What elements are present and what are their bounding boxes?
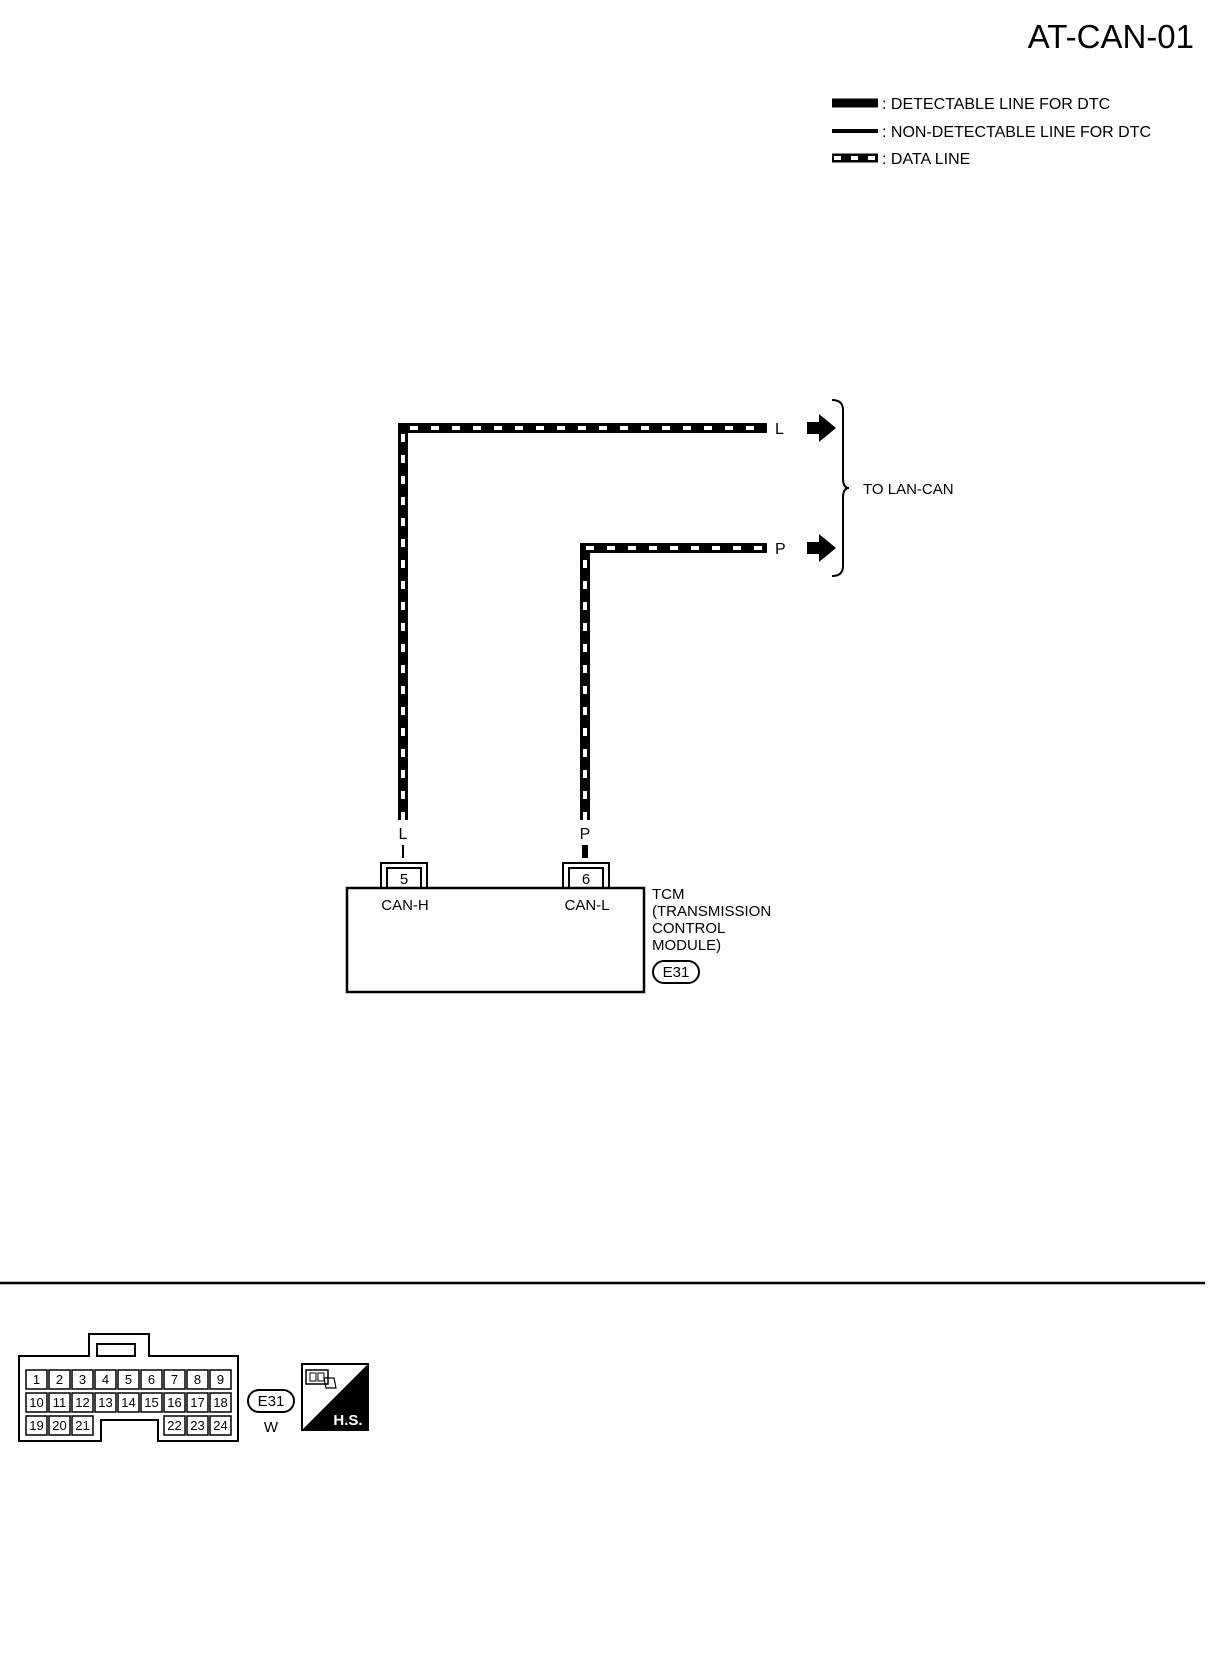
pin-label: 19 — [29, 1418, 43, 1433]
pin-label: 1 — [33, 1372, 40, 1387]
pin-label: 17 — [190, 1395, 204, 1410]
wire-color-label-l: L — [399, 826, 408, 843]
connector-view-id-badge: E31 W — [247, 1389, 295, 1436]
data-line-can-l — [580, 543, 767, 820]
legend-item-data: : DATA LINE — [832, 151, 970, 168]
connector-lock-tab — [96, 1343, 136, 1357]
pin-label: 15 — [144, 1395, 158, 1410]
pin-label: 16 — [167, 1395, 181, 1410]
connector-id-badge: E31 — [652, 960, 700, 984]
pin-row-2: 10 11 12 13 14 15 16 17 18 — [25, 1392, 232, 1413]
connector-id: E31 — [663, 964, 690, 981]
pin-label: 8 — [194, 1372, 201, 1387]
pin-name-can-l: CAN-L — [564, 897, 609, 914]
module-label: TCM (TRANSMISSION CONTROL MODULE) — [652, 886, 771, 954]
pin-label: 12 — [75, 1395, 89, 1410]
tcm-module-box — [345, 886, 646, 994]
pin-label: 3 — [79, 1372, 86, 1387]
pin-label: 11 — [53, 1395, 67, 1410]
wire-color-label-p: P — [580, 826, 591, 843]
connector-face-view: 1 2 3 4 5 6 7 8 9 10 11 12 13 14 15 — [18, 1333, 239, 1442]
connector-pin-5: 5 — [380, 862, 428, 889]
brace-icon — [831, 399, 850, 577]
destination-label: TO LAN-CAN — [863, 481, 954, 498]
connector-pin-6: 6 — [562, 862, 610, 889]
pin-label: 10 — [29, 1395, 43, 1410]
arrow-right-icon — [807, 534, 836, 562]
pin-row-1: 1 2 3 4 5 6 7 8 9 — [25, 1369, 232, 1390]
pin-label: 9 — [217, 1372, 224, 1387]
module-label-line-1: TCM — [652, 886, 685, 903]
hs-label: H.S. — [333, 1412, 362, 1429]
pin-name-can-h: CAN-H — [381, 897, 429, 914]
module-label-line-4: MODULE) — [652, 937, 721, 954]
pin-label: 22 — [167, 1418, 181, 1433]
data-line-can-h — [398, 423, 767, 820]
pin-label: 24 — [213, 1418, 227, 1433]
pin-row-3: 19 20 21 22 23 24 — [25, 1415, 232, 1436]
connector-plug-icon — [305, 1369, 337, 1389]
pin-label: 2 — [56, 1372, 63, 1387]
page-id: AT-CAN-01 — [1028, 18, 1194, 55]
legend-item-non-detectable: : NON-DETECTABLE LINE FOR DTC — [832, 124, 1151, 141]
pin-label: 21 — [75, 1418, 89, 1433]
pin-number-5: 5 — [400, 871, 408, 888]
pin-label: 20 — [52, 1418, 66, 1433]
pin-label: 5 — [125, 1372, 132, 1387]
pin-number-6: 6 — [582, 871, 590, 888]
wire-end-label-p: P — [775, 541, 786, 558]
pin-label: 23 — [190, 1418, 204, 1433]
module-label-line-3: CONTROL — [652, 920, 725, 937]
legend-label-detectable: : DETECTABLE LINE FOR DTC — [882, 96, 1110, 113]
pin-label: 7 — [171, 1372, 178, 1387]
connector-view-id: E31 — [258, 1393, 285, 1410]
legend-item-detectable: : DETECTABLE LINE FOR DTC — [832, 96, 1110, 113]
pin-label: 6 — [148, 1372, 155, 1387]
pin-label: 14 — [121, 1395, 135, 1410]
legend: : DETECTABLE LINE FOR DTC : NON-DETECTAB… — [832, 96, 1151, 168]
pin-label: 4 — [102, 1372, 109, 1387]
connector-color-code: W — [264, 1419, 279, 1436]
legend-label-non-detectable: : NON-DETECTABLE LINE FOR DTC — [882, 124, 1151, 141]
arrow-right-icon — [807, 414, 836, 442]
pin-label: 13 — [98, 1395, 112, 1410]
legend-label-data: : DATA LINE — [882, 151, 970, 168]
harness-side-symbol: H.S. — [301, 1363, 369, 1431]
pin-label: 18 — [213, 1395, 227, 1410]
module-label-line-2: (TRANSMISSION — [652, 903, 771, 920]
wire-end-label-l: L — [775, 421, 784, 438]
